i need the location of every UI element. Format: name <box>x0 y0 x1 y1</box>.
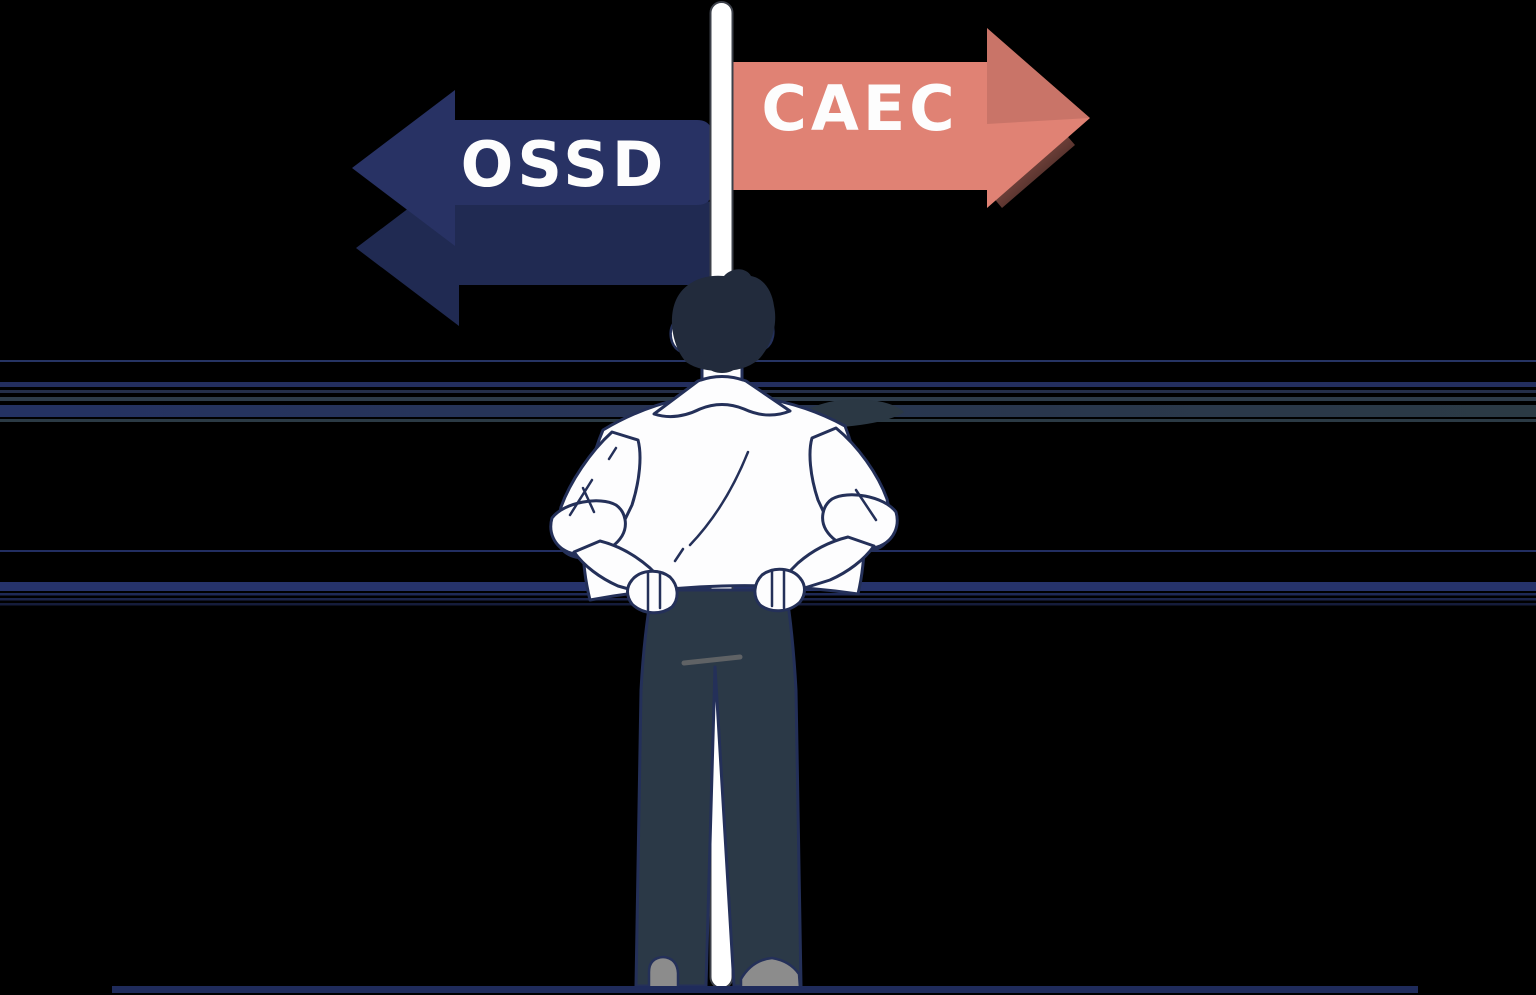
right-shoe <box>739 956 802 990</box>
person-figure <box>549 269 899 990</box>
left-hand <box>626 569 679 615</box>
person-pants <box>634 588 803 988</box>
shirt-collar <box>652 375 792 419</box>
left-shoe <box>647 955 680 990</box>
ground-line <box>112 986 1418 993</box>
left-arrow-sign: OSSD <box>352 90 716 326</box>
left-sign-label: OSSD <box>461 128 668 201</box>
person-right-arm <box>753 426 899 613</box>
right-arrow-fade <box>987 130 1075 208</box>
right-cuff <box>821 493 899 551</box>
person-hair <box>671 269 776 371</box>
left-arrow-shape <box>352 90 712 246</box>
left-cuff-seams <box>568 478 596 517</box>
left-hand-fingers <box>646 570 662 612</box>
right-cuff-seams <box>854 488 878 522</box>
pants-seam-bar <box>681 654 743 666</box>
right-arrow-sign: CAEC <box>733 28 1090 208</box>
person-left-arm <box>549 430 679 615</box>
right-arrow-facet <box>987 28 1090 124</box>
right-hand <box>753 567 806 613</box>
shirt-wrinkles <box>607 446 750 563</box>
right-arrow-shape <box>733 28 1090 208</box>
right-hand-fingers <box>770 568 786 610</box>
person-hair-nape <box>700 342 744 373</box>
right-sign-label: CAEC <box>761 72 958 145</box>
